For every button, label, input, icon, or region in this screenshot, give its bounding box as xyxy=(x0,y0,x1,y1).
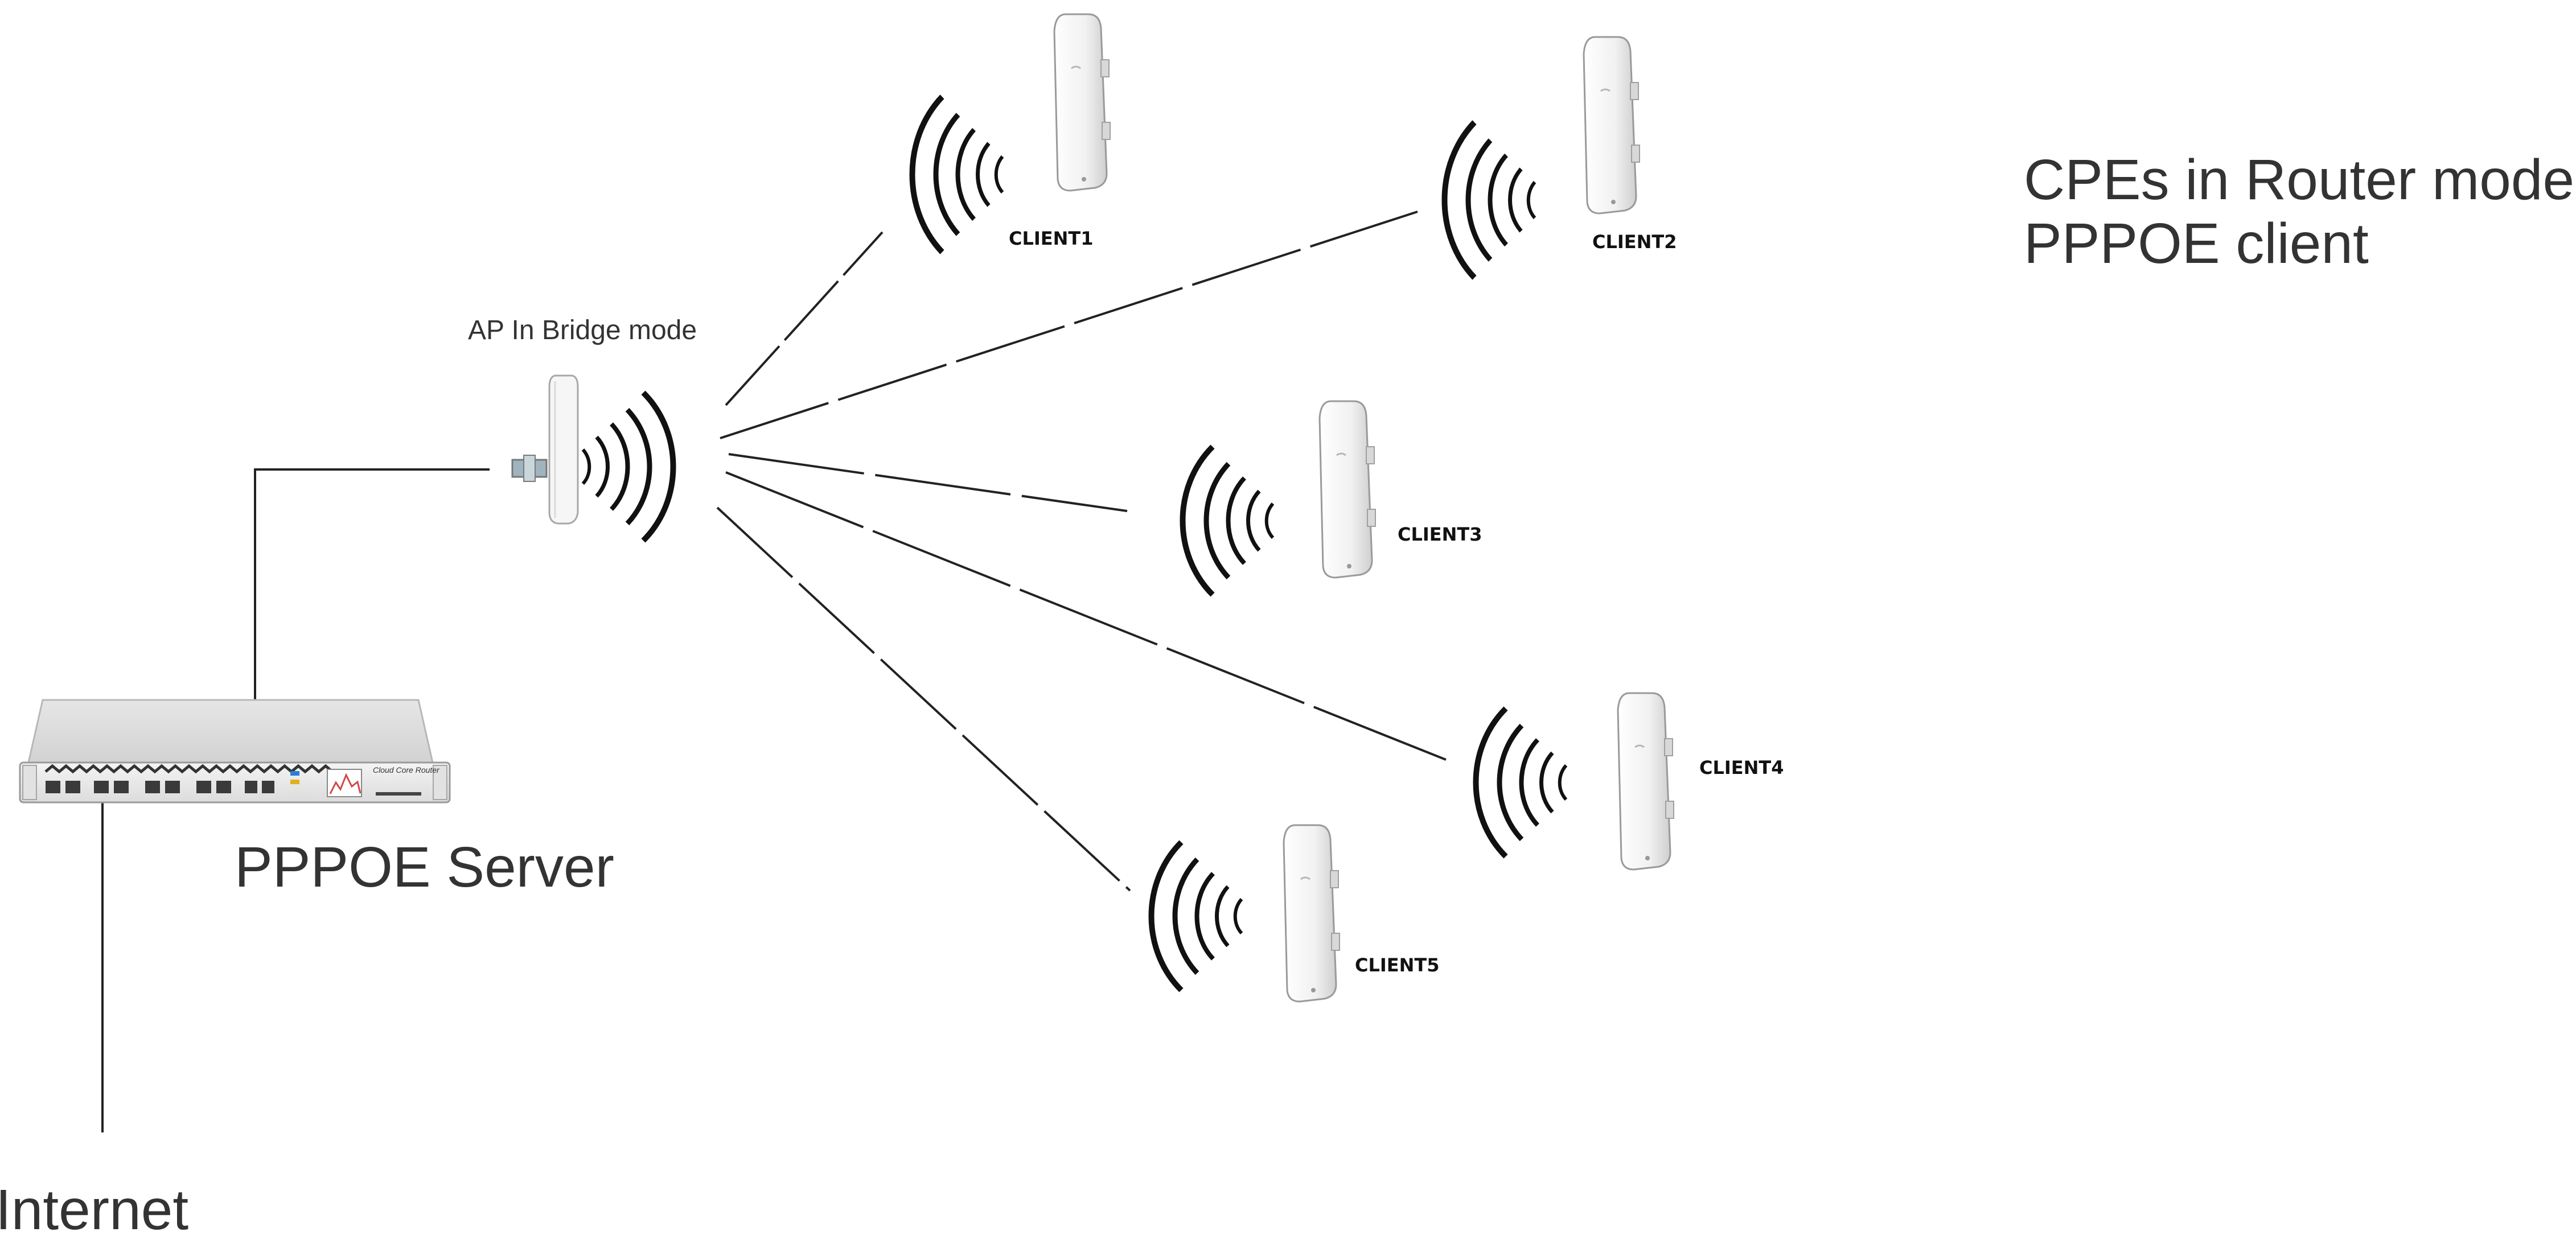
rack-router-icon: Cloud Core Router xyxy=(19,699,451,804)
client3-label: CLIENT3 xyxy=(1398,524,1482,545)
cpe-mode-title: CPEs in Router mode xyxy=(2024,148,2574,212)
client2-label: CLIENT2 xyxy=(1592,231,1677,253)
link-router-ap xyxy=(254,468,490,802)
client5-cpe-icon xyxy=(1283,824,1341,1003)
internet-label: Internet xyxy=(0,1178,188,1236)
client1-label: CLIENT1 xyxy=(1009,228,1094,249)
access-point: AP In Bridge mode xyxy=(468,315,697,541)
link-ap-client4 xyxy=(725,471,1447,761)
link-ap-client5 xyxy=(716,506,1131,892)
client1-cpe-icon xyxy=(1053,13,1111,192)
link-ap-client3 xyxy=(728,453,1128,512)
link-ap-client1 xyxy=(725,231,884,406)
connection-lines xyxy=(101,211,1447,1132)
client4-signal-icon xyxy=(1476,708,1567,856)
ap-label: AP In Bridge mode xyxy=(468,315,697,345)
client3-cpe-icon xyxy=(1318,400,1377,579)
client5-label: CLIENT5 xyxy=(1355,954,1440,976)
client-5: CLIENT5 xyxy=(1152,824,1440,1003)
ap-signal-icon xyxy=(583,393,673,541)
client2-cpe-icon xyxy=(1583,36,1641,215)
client-2: CLIENT2 xyxy=(1445,36,1677,278)
pppoe-server-router: Cloud Core Router PPPOE Server xyxy=(19,699,614,899)
client3-signal-icon xyxy=(1183,447,1273,595)
client-1: CLIENT1 xyxy=(913,13,1111,252)
client-3: CLIENT3 xyxy=(1183,400,1482,595)
client2-signal-icon xyxy=(1445,122,1535,278)
cpe-mode-annotation: CPEs in Router mode PPPOE client xyxy=(2024,148,2574,275)
sector-antenna-icon xyxy=(511,374,579,525)
client-4: CLIENT4 xyxy=(1476,692,1784,871)
client5-signal-icon xyxy=(1152,842,1242,990)
pppoe-server-label: PPPOE Server xyxy=(235,835,614,899)
client1-signal-icon xyxy=(913,97,1003,252)
router-brand: Cloud Core Router xyxy=(373,765,440,774)
client4-label: CLIENT4 xyxy=(1699,757,1784,778)
cpe-mode-subtitle: PPPOE client xyxy=(2024,212,2369,275)
client4-cpe-icon xyxy=(1617,692,1675,871)
